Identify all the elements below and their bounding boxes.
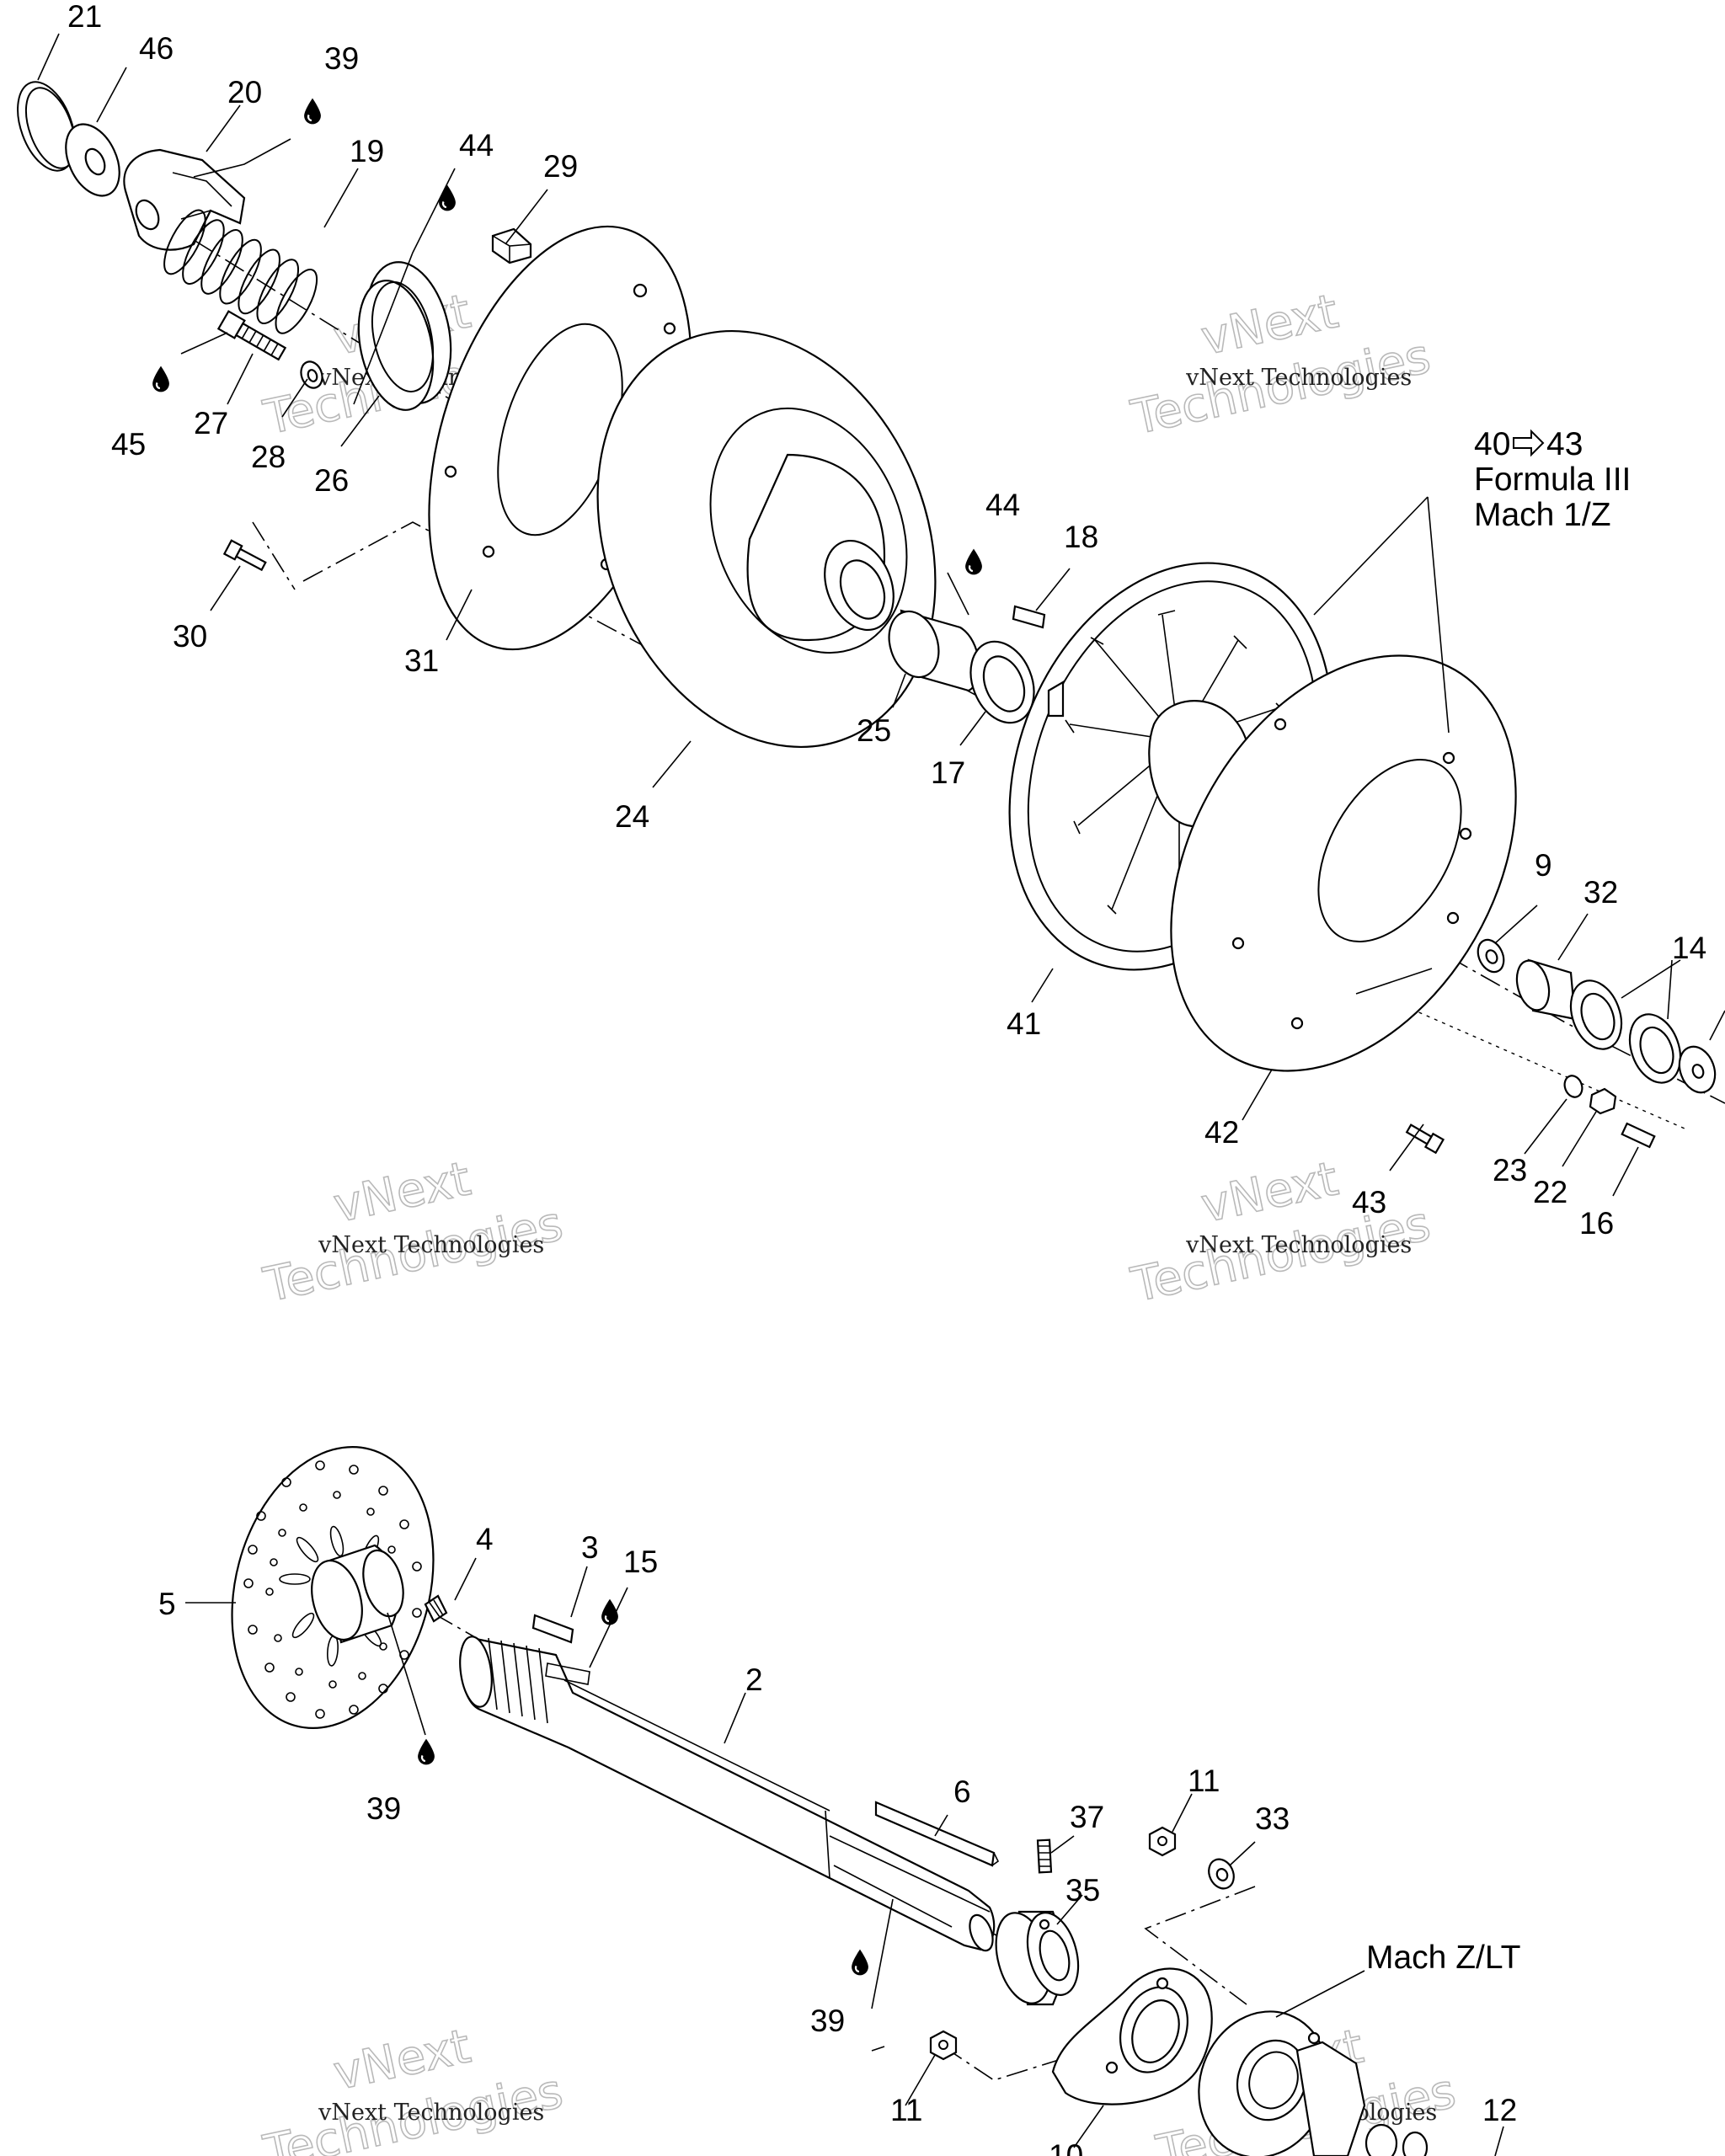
svg-text:Mach Z/LT: Mach Z/LT (1366, 1940, 1520, 1976)
leader-lines-upper (37, 33, 1725, 1197)
svg-text:vNext Technologies: vNext Technologies (1185, 1232, 1412, 1258)
end-washer (1678, 1045, 1717, 1094)
screw (222, 539, 267, 572)
arrow-right-icon (1513, 429, 1545, 457)
svg-text:31: 31 (404, 643, 439, 678)
svg-text:12: 12 (1482, 2093, 1517, 2127)
svg-text:26: 26 (314, 463, 349, 498)
shaft-thread (871, 2046, 885, 2052)
cam (123, 148, 246, 251)
svg-text:44: 44 (459, 128, 494, 163)
svg-text:25: 25 (857, 713, 891, 748)
locking-collar (995, 1910, 1080, 2006)
svg-text:39: 39 (810, 2004, 845, 2038)
svg-text:20: 20 (227, 75, 262, 109)
key-3 (531, 1614, 574, 1644)
svg-text:24: 24 (615, 799, 649, 834)
axis-segment (252, 521, 296, 590)
svg-text:42: 42 (1204, 1115, 1239, 1150)
leader-lines-lower (185, 1557, 1504, 2156)
svg-text:45: 45 (111, 427, 146, 462)
nut-22 (1589, 1087, 1617, 1115)
grease-fitting (424, 1594, 448, 1623)
svg-text:22: 22 (1533, 1175, 1567, 1209)
svg-text:27: 27 (194, 406, 228, 440)
svg-text:vNext Technologies: vNext Technologies (1185, 365, 1412, 391)
bushing (888, 609, 980, 692)
callout-labels-upper: 21 46 20 39 19 44 29 45 27 28 26 30 31 2… (67, 0, 1706, 1241)
svg-text:5: 5 (158, 1587, 176, 1621)
washer (969, 640, 1035, 724)
washer-9 (1477, 938, 1505, 974)
svg-text:9: 9 (1535, 848, 1552, 883)
svg-text:2: 2 (745, 1662, 763, 1697)
svg-text:40: 40 (1474, 426, 1510, 462)
svg-text:46: 46 (139, 31, 174, 66)
svg-text:4: 4 (476, 1522, 494, 1556)
bearing-flange (1051, 1967, 1213, 2105)
svg-text:30: 30 (173, 619, 207, 654)
driven-sheave (596, 329, 937, 749)
svg-text:39: 39 (324, 41, 359, 76)
svg-text:32: 32 (1583, 875, 1618, 910)
svg-text:Mach 1/Z: Mach 1/Z (1474, 497, 1611, 533)
svg-text:23: 23 (1493, 1153, 1527, 1187)
svg-text:33: 33 (1255, 1801, 1290, 1836)
svg-text:19: 19 (350, 134, 384, 168)
thrust-washer (65, 123, 120, 197)
svg-text:vNext Technologies: vNext Technologies (318, 2100, 544, 2126)
svg-text:6: 6 (953, 1774, 971, 1809)
nut-11 (1148, 1826, 1177, 1857)
bolt-axis-lower (943, 2046, 1062, 2081)
svg-text:35: 35 (1065, 1873, 1100, 1908)
svg-text:Formula III: Formula III (1474, 462, 1631, 498)
bearing-housing (1198, 2010, 1429, 2156)
svg-text:21: 21 (67, 0, 102, 34)
cam-slider-ring (357, 261, 452, 411)
bolt (216, 310, 287, 361)
svg-text:11: 11 (890, 2093, 922, 2127)
circlip (17, 81, 77, 172)
variant-note-formula-mach: 40 43 Formula III Mach 1/Z (1474, 426, 1631, 533)
nut-11-lower (929, 2030, 958, 2061)
svg-text:41: 41 (1007, 1006, 1041, 1041)
svg-text:14: 14 (1672, 931, 1706, 965)
svg-text:3: 3 (581, 1530, 599, 1565)
bearing (1569, 979, 1682, 1084)
screw-16 (1621, 1122, 1656, 1149)
svg-text:vNext Technologies: vNext Technologies (318, 1232, 544, 1258)
screw-43 (1405, 1123, 1445, 1155)
svg-text:11: 11 (1188, 1764, 1220, 1798)
svg-text:39: 39 (366, 1791, 401, 1826)
svg-text:43: 43 (1546, 426, 1583, 462)
svg-text:18: 18 (1064, 520, 1098, 554)
key-6 (874, 1801, 1000, 1867)
svg-text:17: 17 (931, 755, 965, 790)
brake-disc (231, 1446, 435, 1729)
svg-text:15: 15 (623, 1545, 658, 1579)
set-screw (1036, 1838, 1053, 1874)
svg-text:37: 37 (1070, 1800, 1104, 1834)
cover-plate (1170, 654, 1517, 1072)
slider-shoe (491, 227, 532, 264)
svg-text:44: 44 (985, 488, 1020, 522)
spring (163, 209, 318, 334)
driven-shaft (459, 1636, 996, 1952)
svg-text:43: 43 (1352, 1185, 1386, 1219)
spacer (1515, 958, 1577, 1021)
washer-23 (1563, 1075, 1583, 1098)
key (1012, 605, 1046, 629)
svg-text:16: 16 (1579, 1206, 1614, 1241)
svg-text:10: 10 (1049, 2138, 1083, 2156)
callout-labels-lower: 5 4 3 15 2 39 6 37 35 11 33 39 11 12 10 … (158, 1522, 1520, 2156)
washer-33 (1208, 1858, 1235, 1890)
svg-text:28: 28 (251, 440, 286, 474)
svg-text:29: 29 (543, 149, 578, 184)
bolt-axis-upper (1144, 1886, 1256, 2005)
